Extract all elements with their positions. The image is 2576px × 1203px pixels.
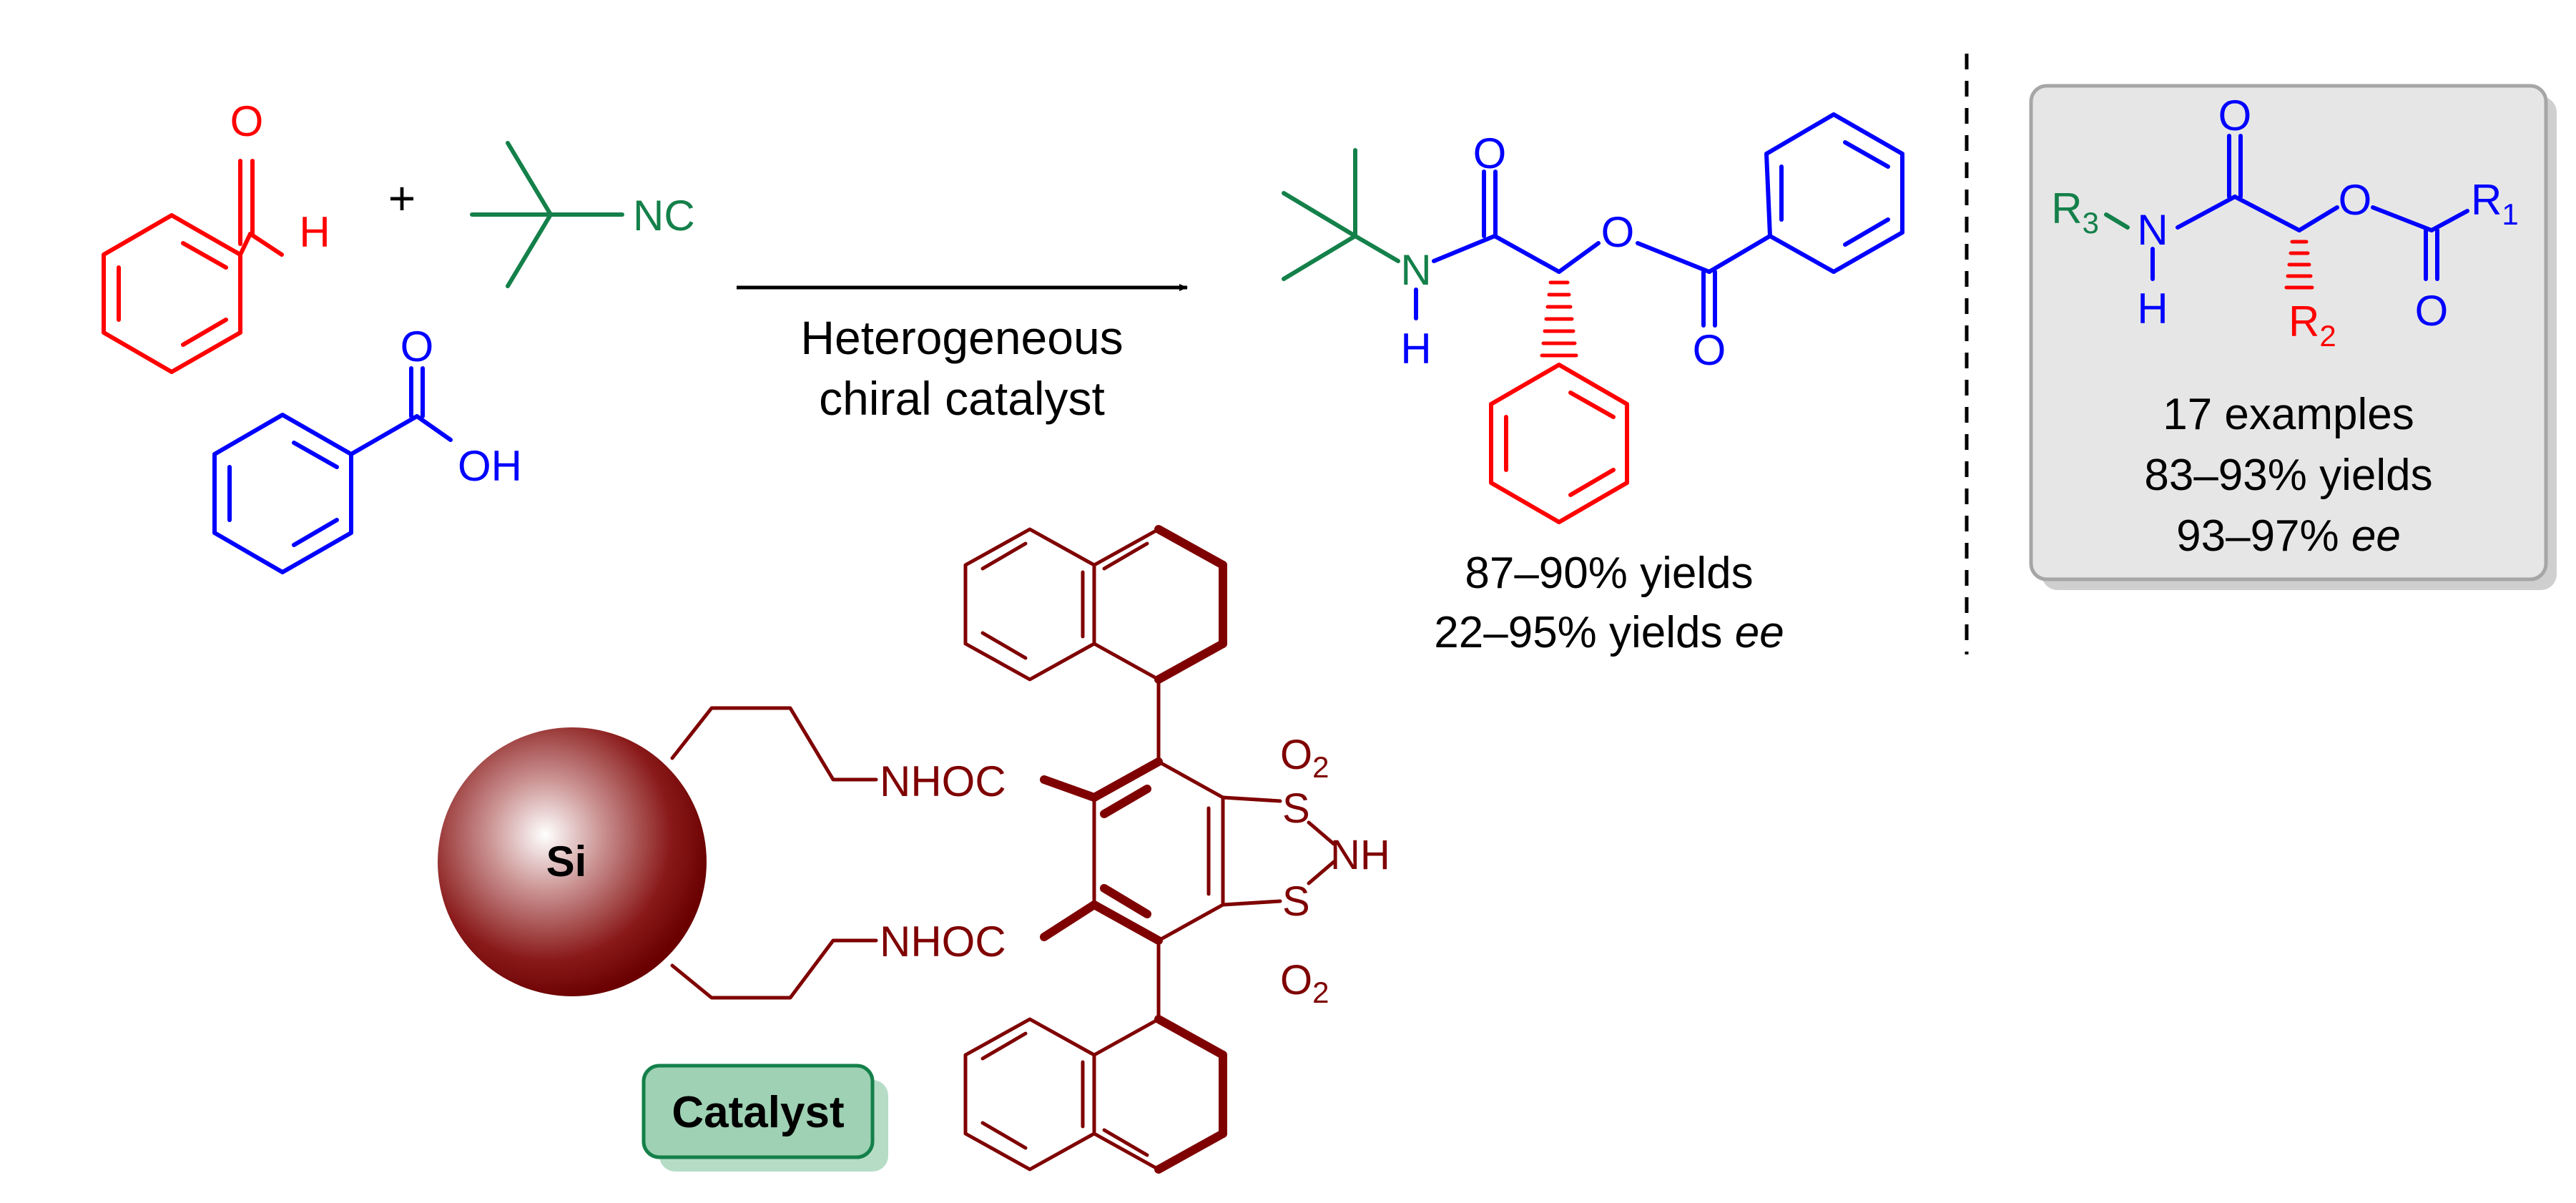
benzoic-acid: [212, 366, 453, 574]
scope-r2: R: [2289, 298, 2319, 345]
scope-r1: R: [2471, 176, 2502, 224]
catalyst-nhoc-top: NHOC: [880, 757, 1006, 805]
scope-o-carbonyl-label: O: [2415, 287, 2449, 335]
catalyst-o2-bottom-sub: 2: [1312, 976, 1329, 1009]
scope-ee-italic: ee: [2351, 511, 2401, 561]
product-ee-prefix: 22–95% yields: [1434, 608, 1735, 657]
catalyst-o2-bottom-o: O: [1280, 957, 1312, 1003]
product-h-label: H: [1400, 325, 1431, 373]
catalyst-s-bottom: S: [1282, 878, 1310, 925]
product-o-amide-label: O: [1473, 129, 1507, 177]
isocyanide-nc-label: NC: [633, 192, 695, 240]
scope-r2-sub: 2: [2319, 319, 2336, 353]
aldehyde-o-label: O: [230, 97, 264, 145]
product-ee-italic: ee: [1735, 608, 1784, 657]
catalyst-nh: NH: [1330, 832, 1390, 878]
product-o-carbonyl-label: O: [1693, 326, 1726, 374]
scope-r1-label: R1: [2471, 176, 2519, 231]
scope-yields: 83–93% yields: [2144, 451, 2432, 500]
benzaldehyde: [102, 159, 284, 374]
catalyst-o2-top: O2: [1280, 732, 1329, 784]
catalyst-o2-top-o: O: [1280, 732, 1312, 778]
catalyst-o2-top-sub: 2: [1312, 750, 1329, 784]
scope-r3: R: [2051, 185, 2082, 232]
tert-butyl-isocyanide: [470, 141, 624, 288]
plus-sign: +: [388, 172, 416, 225]
scope-r3-sub: 3: [2083, 206, 2099, 240]
catalyst-nhoc-bottom: NHOC: [880, 918, 1006, 966]
catalyst-tag-label: Catalyst: [672, 1088, 844, 1137]
product-structure: [1282, 112, 1904, 524]
scope-box: [2029, 84, 2548, 581]
acid-o-label: O: [400, 323, 434, 370]
scope-structure: [2104, 134, 2469, 290]
silica-sphere: [438, 727, 707, 996]
scope-ee-prefix: 93–97%: [2176, 511, 2351, 561]
catalyst-o2-bottom: O2: [1280, 957, 1329, 1009]
scope-ee: 93–97% ee: [2176, 511, 2401, 561]
scope-h-label: H: [2137, 285, 2168, 333]
product-yields: 87–90% yields: [1465, 549, 1753, 598]
catalyst-s-top: S: [1282, 785, 1310, 832]
catalyst-tag: [641, 1064, 875, 1159]
scope-r3-label: R3: [2051, 185, 2099, 240]
acid-oh-label: OH: [458, 442, 522, 490]
scope-r1-sub: 1: [2502, 197, 2518, 231]
aldehyde-h-label: H: [299, 208, 330, 256]
scope-examples: 17 examples: [2163, 390, 2414, 439]
catalyst-structure: [670, 525, 1336, 1174]
product-o-ester-label: O: [1601, 208, 1635, 256]
scope-o-amide-label: O: [2218, 92, 2252, 139]
product-ee: 22–95% yields ee: [1434, 608, 1784, 657]
silica-si-label: Si: [546, 838, 587, 885]
scope-o-ester-label: O: [2339, 176, 2372, 224]
scope-r2-label: R2: [2289, 298, 2336, 353]
arrow-label-line2: chiral catalyst: [819, 372, 1105, 425]
scope-n-label: N: [2137, 206, 2168, 254]
product-n-label: N: [1400, 246, 1431, 294]
arrow-label-line1: Heterogeneous: [800, 311, 1123, 364]
